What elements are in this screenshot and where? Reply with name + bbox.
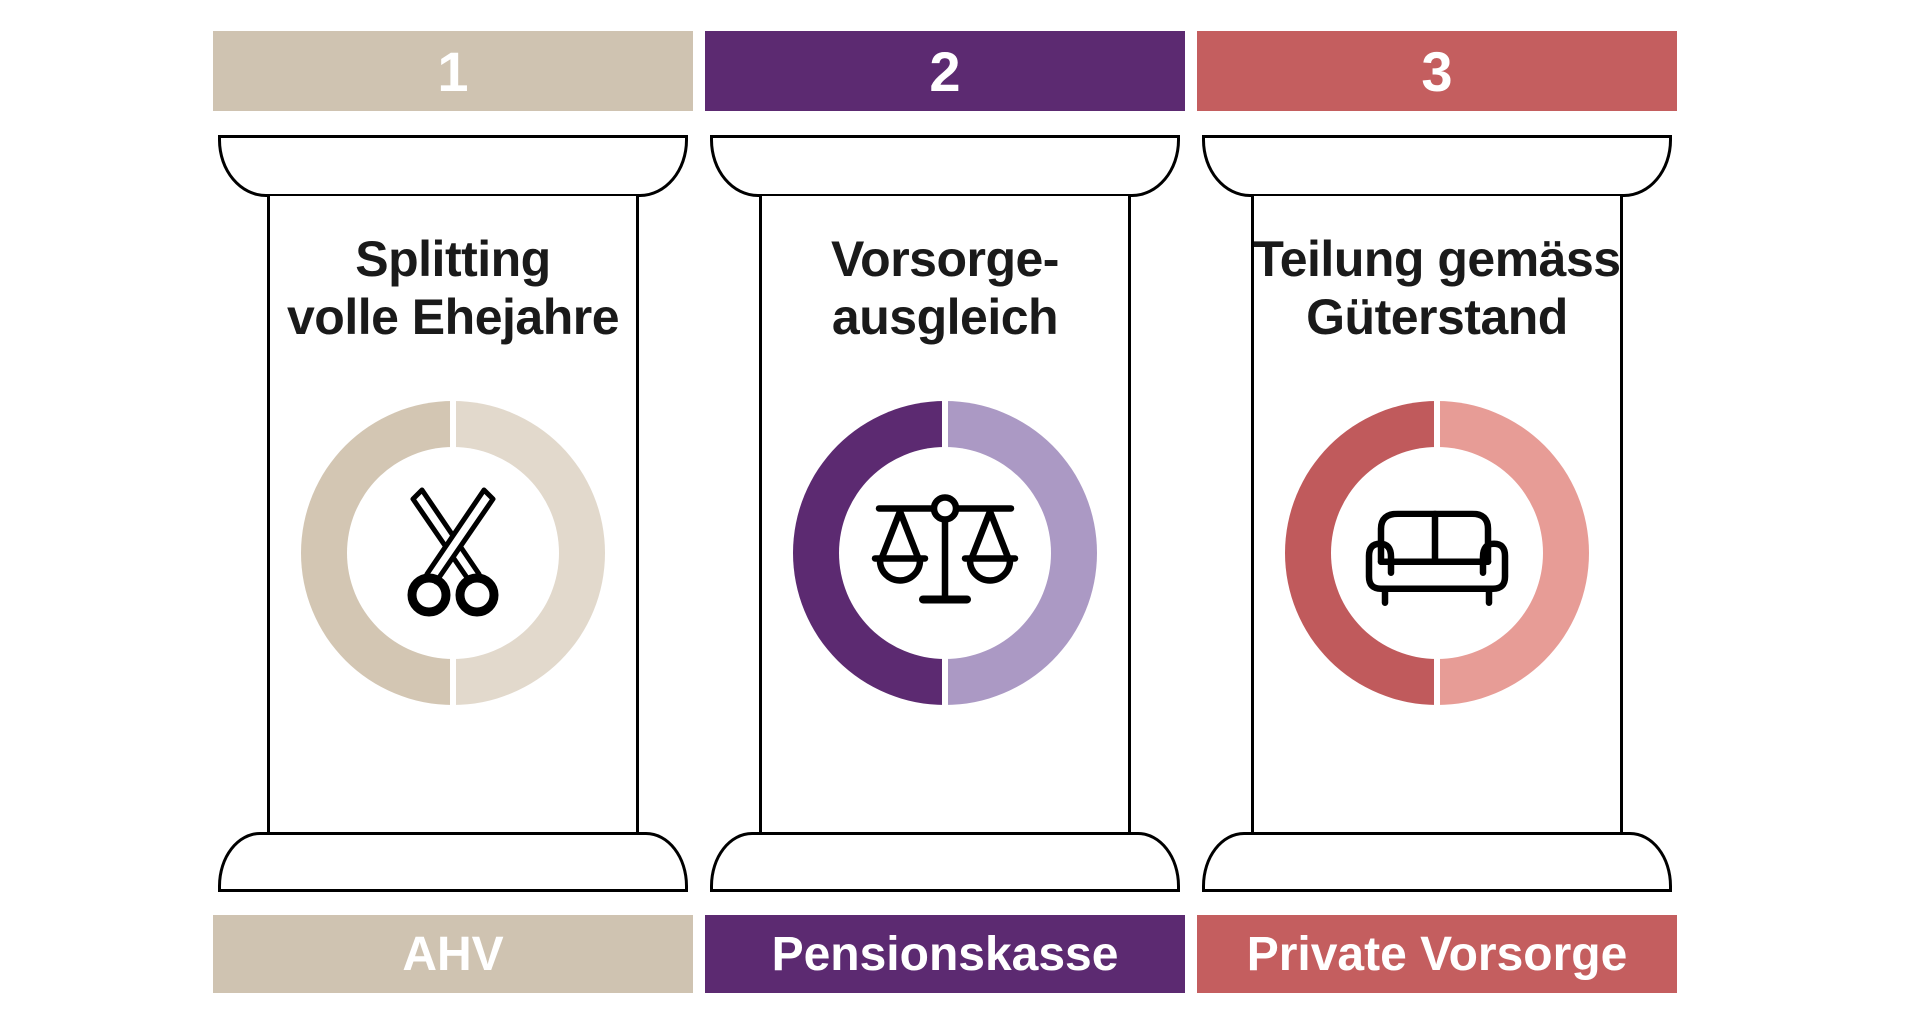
- pillar-1-column-capital: [218, 135, 688, 197]
- pillar-2-title: Vorsorge- ausgleich: [705, 230, 1185, 346]
- pillar-1-footer-label: AHV: [402, 927, 504, 981]
- pillar-3-title: Teilung gemäss Güterstand: [1197, 230, 1677, 346]
- scissors-icon: [407, 487, 499, 617]
- title-line: Vorsorge-: [831, 231, 1059, 287]
- pillar-3-footer-label: Private Vorsorge: [1246, 927, 1628, 981]
- pillar-2-footer-label: Pensionskasse: [771, 927, 1119, 981]
- pillar-3-number-bar: 3: [1197, 31, 1677, 111]
- pillar-2-column-base: [710, 832, 1180, 892]
- pillar-1: 1 Splitting volle Ehejahre AHV: [213, 0, 693, 1028]
- pillar-3-column-base: [1202, 832, 1672, 892]
- pillar-3-footer-bar: Private Vorsorge: [1197, 915, 1677, 993]
- pillar-3-number: 3: [1421, 39, 1453, 103]
- couch-icon: [1365, 510, 1509, 607]
- pillar-1-title: Splitting volle Ehejahre: [213, 230, 693, 346]
- pillar-1-donut-ring: [301, 401, 605, 705]
- title-line: ausgleich: [831, 289, 1059, 345]
- pillar-2-number: 2: [929, 39, 961, 103]
- title-line: Güterstand: [1306, 289, 1568, 345]
- pillar-3-donut-ring: [1285, 401, 1589, 705]
- pillar-2-donut-ring: [793, 401, 1097, 705]
- title-line: Splitting: [355, 231, 551, 287]
- pillar-2-number-bar: 2: [705, 31, 1185, 111]
- pillar-3-column-capital: [1202, 135, 1672, 197]
- pillar-1-footer-bar: AHV: [213, 915, 693, 993]
- pillar-1-number-bar: 1: [213, 31, 693, 111]
- pillar-1-number: 1: [437, 39, 469, 103]
- title-line: Teilung gemäss: [1253, 231, 1621, 287]
- pillar-3: 3 Teilung gemäss Güterstand Private Vor: [1197, 0, 1677, 1028]
- pillar-2: 2 Vorsorge- ausgleich: [705, 0, 1185, 1028]
- pillar-2-column-capital: [710, 135, 1180, 197]
- pillar-1-column-base: [218, 832, 688, 892]
- title-line: volle Ehejahre: [286, 289, 620, 345]
- pillar-2-footer-bar: Pensionskasse: [705, 915, 1185, 993]
- scales-icon: [871, 494, 1019, 604]
